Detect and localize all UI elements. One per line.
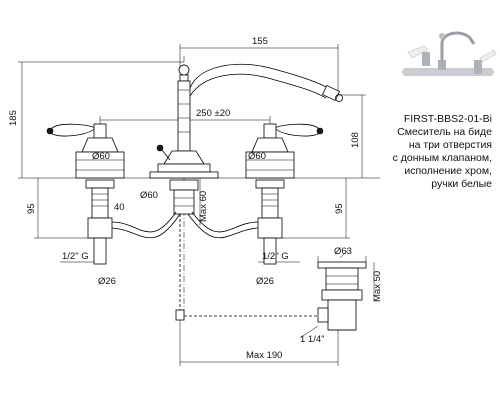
dim-thread-right: 1/2" G (262, 251, 289, 262)
dim-handle-spacing: 250 ±20 (196, 108, 230, 119)
description-line: исполнение хром, (404, 165, 492, 177)
dim-total-height: 185 (8, 110, 19, 126)
description-line: на три отверстия (408, 139, 492, 151)
spout (149, 63, 343, 179)
description-line: ручки белые (431, 178, 492, 190)
dim-shank-left: 95 (26, 203, 37, 214)
under-counter-parts (85, 179, 322, 321)
dim-shank-right: 95 (334, 203, 345, 214)
right-handle (245, 123, 324, 179)
dim-spout-reach: 155 (252, 36, 268, 47)
dim-body-height: 108 (350, 132, 361, 148)
dim-handle-base-right: Ø60 (248, 151, 266, 162)
product-code: FIRST-BBS2-01-Bi (403, 113, 492, 125)
left-handle (46, 123, 125, 179)
dim-handle-base-left: Ø60 (92, 151, 110, 162)
dim-waste-max: Max 50 (372, 271, 383, 302)
description-line: Смеситель на биде (397, 126, 492, 138)
dimension-labels: 155 185 250 ±20 108 Ø60 Ø60 Ø60 95 95 40… (8, 36, 383, 361)
dim-spout-base: Ø60 (140, 190, 158, 201)
dim-pipe-left: Ø26 (98, 276, 116, 287)
dim-rod-max: Max 190 (246, 350, 282, 361)
dim-max-60: Max 60 (198, 191, 209, 222)
dim-nut-left: 40 (114, 202, 125, 213)
dim-waste-diameter: Ø63 (334, 246, 352, 257)
dim-waste-thread: 1 1/4" (300, 334, 325, 345)
description-line: с донным клапаном, (392, 152, 492, 164)
waste-valve (317, 261, 367, 331)
product-thumbnail (402, 31, 497, 76)
product-description: FIRST-BBS2-01-Bi Смеситель на биде на тр… (357, 113, 492, 191)
dim-thread-left: 1/2" G (62, 251, 89, 262)
dim-pipe-right: Ø26 (256, 276, 274, 287)
